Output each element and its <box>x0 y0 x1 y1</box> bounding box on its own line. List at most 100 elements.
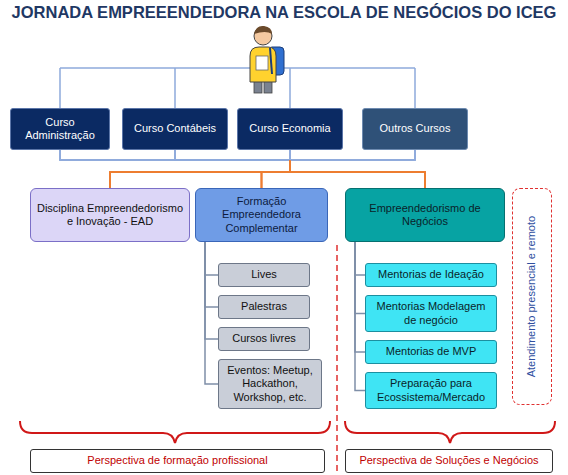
box-label: Perspectiva de Soluções e Negócios <box>359 454 538 467</box>
perspective-box: Perspectiva de formação profissional <box>30 449 325 473</box>
connector <box>110 150 415 188</box>
tree-line <box>355 242 365 314</box>
connector <box>205 242 218 307</box>
bus-line <box>290 160 425 188</box>
bus-line <box>60 150 290 160</box>
track-box: Formação Empreendedora Complementar <box>195 188 328 242</box>
bus-line <box>110 160 290 188</box>
box-label: Perspectiva de formação profissional <box>87 454 267 467</box>
box-label: Preparação para Ecossistema/Mercado <box>371 377 491 403</box>
bus-line <box>262 160 291 188</box>
dashed-callout: Atendimento presencial e remoto <box>512 188 552 405</box>
connector <box>205 242 218 384</box>
box-label: Outros Cursos <box>380 122 451 135</box>
top-bus-line <box>60 68 415 108</box>
connector <box>355 242 365 352</box>
course-box: Outros Cursos <box>362 108 468 150</box>
connector <box>60 150 425 188</box>
bus-line <box>262 160 291 188</box>
brace <box>20 421 330 443</box>
title: JORNADA EMPREEENDEDORA NA ESCOLA DE NEGÓ… <box>12 3 557 21</box>
mentoring-box: Mentorias Modelagem de negócio <box>365 295 497 332</box>
connector <box>60 150 290 188</box>
course-box: Curso Economia <box>237 108 343 150</box>
connector <box>175 150 290 188</box>
connector <box>355 242 365 275</box>
hair <box>254 26 272 34</box>
box-label: Eventos: Meetup, Hackathon, Workshop, et… <box>224 364 316 404</box>
bus-line <box>175 150 290 160</box>
course-box: Curso Administração <box>10 108 110 150</box>
strap <box>270 48 272 74</box>
activity-box: Cursos livres <box>218 327 310 351</box>
tree-line <box>205 242 218 339</box>
box-label: Palestras <box>241 300 287 313</box>
track-box: Disciplina Empreendedorismo e Inovação -… <box>30 188 190 242</box>
course-box: Curso Contábeis <box>122 108 228 150</box>
box-label: Mentorias de Ideação <box>378 268 484 281</box>
bus-line <box>60 150 290 160</box>
box-label: Curso Administração <box>16 116 104 142</box>
box-label: Atendimento presencial e remoto <box>525 216 538 377</box>
track-box: Empreendedorismo de Negócios <box>345 188 505 242</box>
bus-line <box>290 150 415 160</box>
tree-line <box>355 242 365 352</box>
connector <box>175 150 425 188</box>
activity-box: Lives <box>218 263 310 287</box>
bus-line <box>262 160 291 188</box>
connector <box>355 242 365 314</box>
box-label: Lives <box>251 268 277 281</box>
title-box: JORNADA EMPREEENDEDORA NA ESCOLA DE NEGÓ… <box>0 3 568 22</box>
perspective-box: Perspectiva de Soluções e Negócios <box>345 449 553 473</box>
bus-line <box>60 150 290 160</box>
tree-line <box>205 242 218 275</box>
brace <box>345 421 555 443</box>
connector <box>262 150 291 188</box>
divider-line <box>336 245 338 472</box>
activity-box: Eventos: Meetup, Hackathon, Workshop, et… <box>218 359 322 409</box>
mentoring-box: Preparação para Ecossistema/Mercado <box>365 372 497 409</box>
bus-line <box>175 150 290 160</box>
bus-line <box>262 160 291 188</box>
connector <box>110 150 290 188</box>
connector <box>110 150 290 188</box>
bus-line <box>289 150 291 160</box>
box-label: Mentorias de MVP <box>386 345 476 358</box>
box-label: Mentorias Modelagem de negócio <box>371 300 491 326</box>
connector <box>205 242 218 339</box>
bus-line <box>290 160 425 188</box>
tree-line <box>205 242 218 384</box>
bus-line <box>289 150 291 160</box>
bus-line <box>289 150 291 160</box>
box-label: Curso Contábeis <box>134 122 216 135</box>
box-label: Formação Empreendedora Complementar <box>201 195 322 235</box>
bus-line <box>290 160 425 188</box>
bus-line <box>110 160 290 188</box>
activity-box: Palestras <box>218 295 310 319</box>
connector <box>205 242 218 275</box>
bus-line <box>290 150 415 160</box>
bus-line <box>175 150 290 160</box>
student-icon <box>250 26 284 93</box>
box-label: Empreendedorismo de Negócios <box>351 202 499 228</box>
box-label: Disciplina Empreendedorismo e Inovação -… <box>36 202 184 228</box>
bus-line <box>290 160 425 188</box>
tree-line <box>205 242 218 307</box>
tree-line <box>355 242 365 391</box>
book <box>256 56 268 70</box>
shirt <box>250 47 276 82</box>
mentoring-box: Mentorias de MVP <box>365 340 497 364</box>
tree-line <box>355 242 365 275</box>
bus-line <box>110 160 290 188</box>
connector <box>60 150 290 188</box>
mentoring-box: Mentorias de Ideação <box>365 263 497 287</box>
connector <box>290 150 425 188</box>
box-label: Curso Economia <box>249 122 330 135</box>
box-label: Cursos livres <box>232 332 296 345</box>
connector <box>355 242 365 391</box>
connector <box>262 150 416 188</box>
connector <box>290 150 425 188</box>
bus-line <box>110 160 290 188</box>
bus-line <box>290 150 415 160</box>
